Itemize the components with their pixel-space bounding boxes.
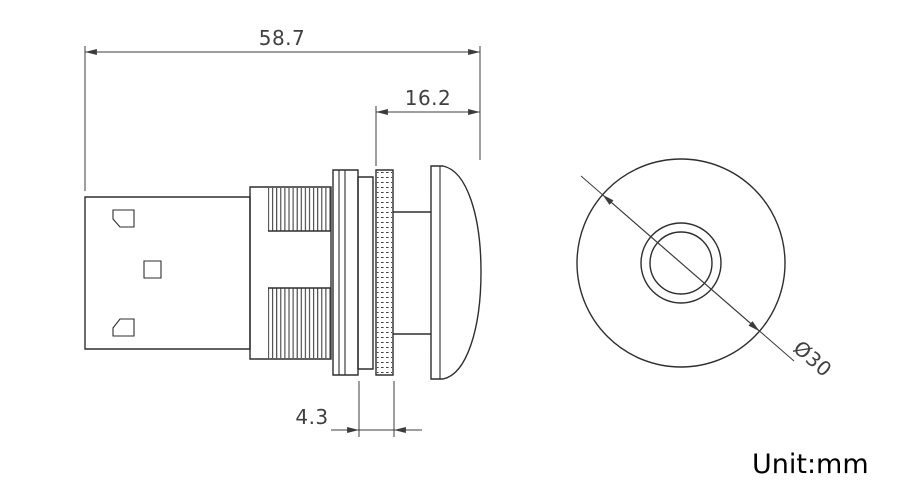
washer-outline bbox=[357, 176, 374, 370]
diameter-dimension-line bbox=[602, 194, 760, 332]
dim-overall-extension-lines bbox=[84, 46, 481, 191]
thread-hatch-lower bbox=[268, 288, 331, 358]
thread-hatch-upper bbox=[268, 188, 331, 231]
face-outer-circle bbox=[576, 158, 786, 368]
flange-thickness-value: 4.3 bbox=[295, 405, 328, 429]
dim-overall-length: 58.7 bbox=[84, 26, 481, 191]
dim-head-length: 16.2 bbox=[375, 86, 480, 166]
dim-flange-extension-lines bbox=[358, 381, 395, 437]
dim-flange-thickness: 4.3 bbox=[295, 381, 422, 437]
serrated-washer-texture bbox=[377, 171, 392, 374]
side-view bbox=[84, 165, 482, 380]
serrated-washer-outline bbox=[375, 169, 394, 376]
housing-clip-top bbox=[112, 209, 135, 228]
dome-head-outline bbox=[430, 165, 482, 380]
mounting-nut-outline bbox=[332, 169, 359, 376]
head-length-value: 16.2 bbox=[405, 86, 452, 110]
front-view: Ø30 bbox=[576, 158, 837, 382]
mounting-nut-facets bbox=[338, 170, 346, 375]
face-diameter-value: Ø30 bbox=[789, 336, 837, 382]
overall-length-value: 58.7 bbox=[259, 26, 306, 50]
unit-label: Unit:mm bbox=[752, 449, 869, 480]
housing-clip-bottom bbox=[112, 318, 135, 337]
thread-section-outline bbox=[249, 186, 332, 360]
housing-window-square bbox=[143, 260, 162, 279]
head-neck-lines bbox=[393, 211, 431, 335]
housing-body-outline bbox=[84, 196, 251, 350]
